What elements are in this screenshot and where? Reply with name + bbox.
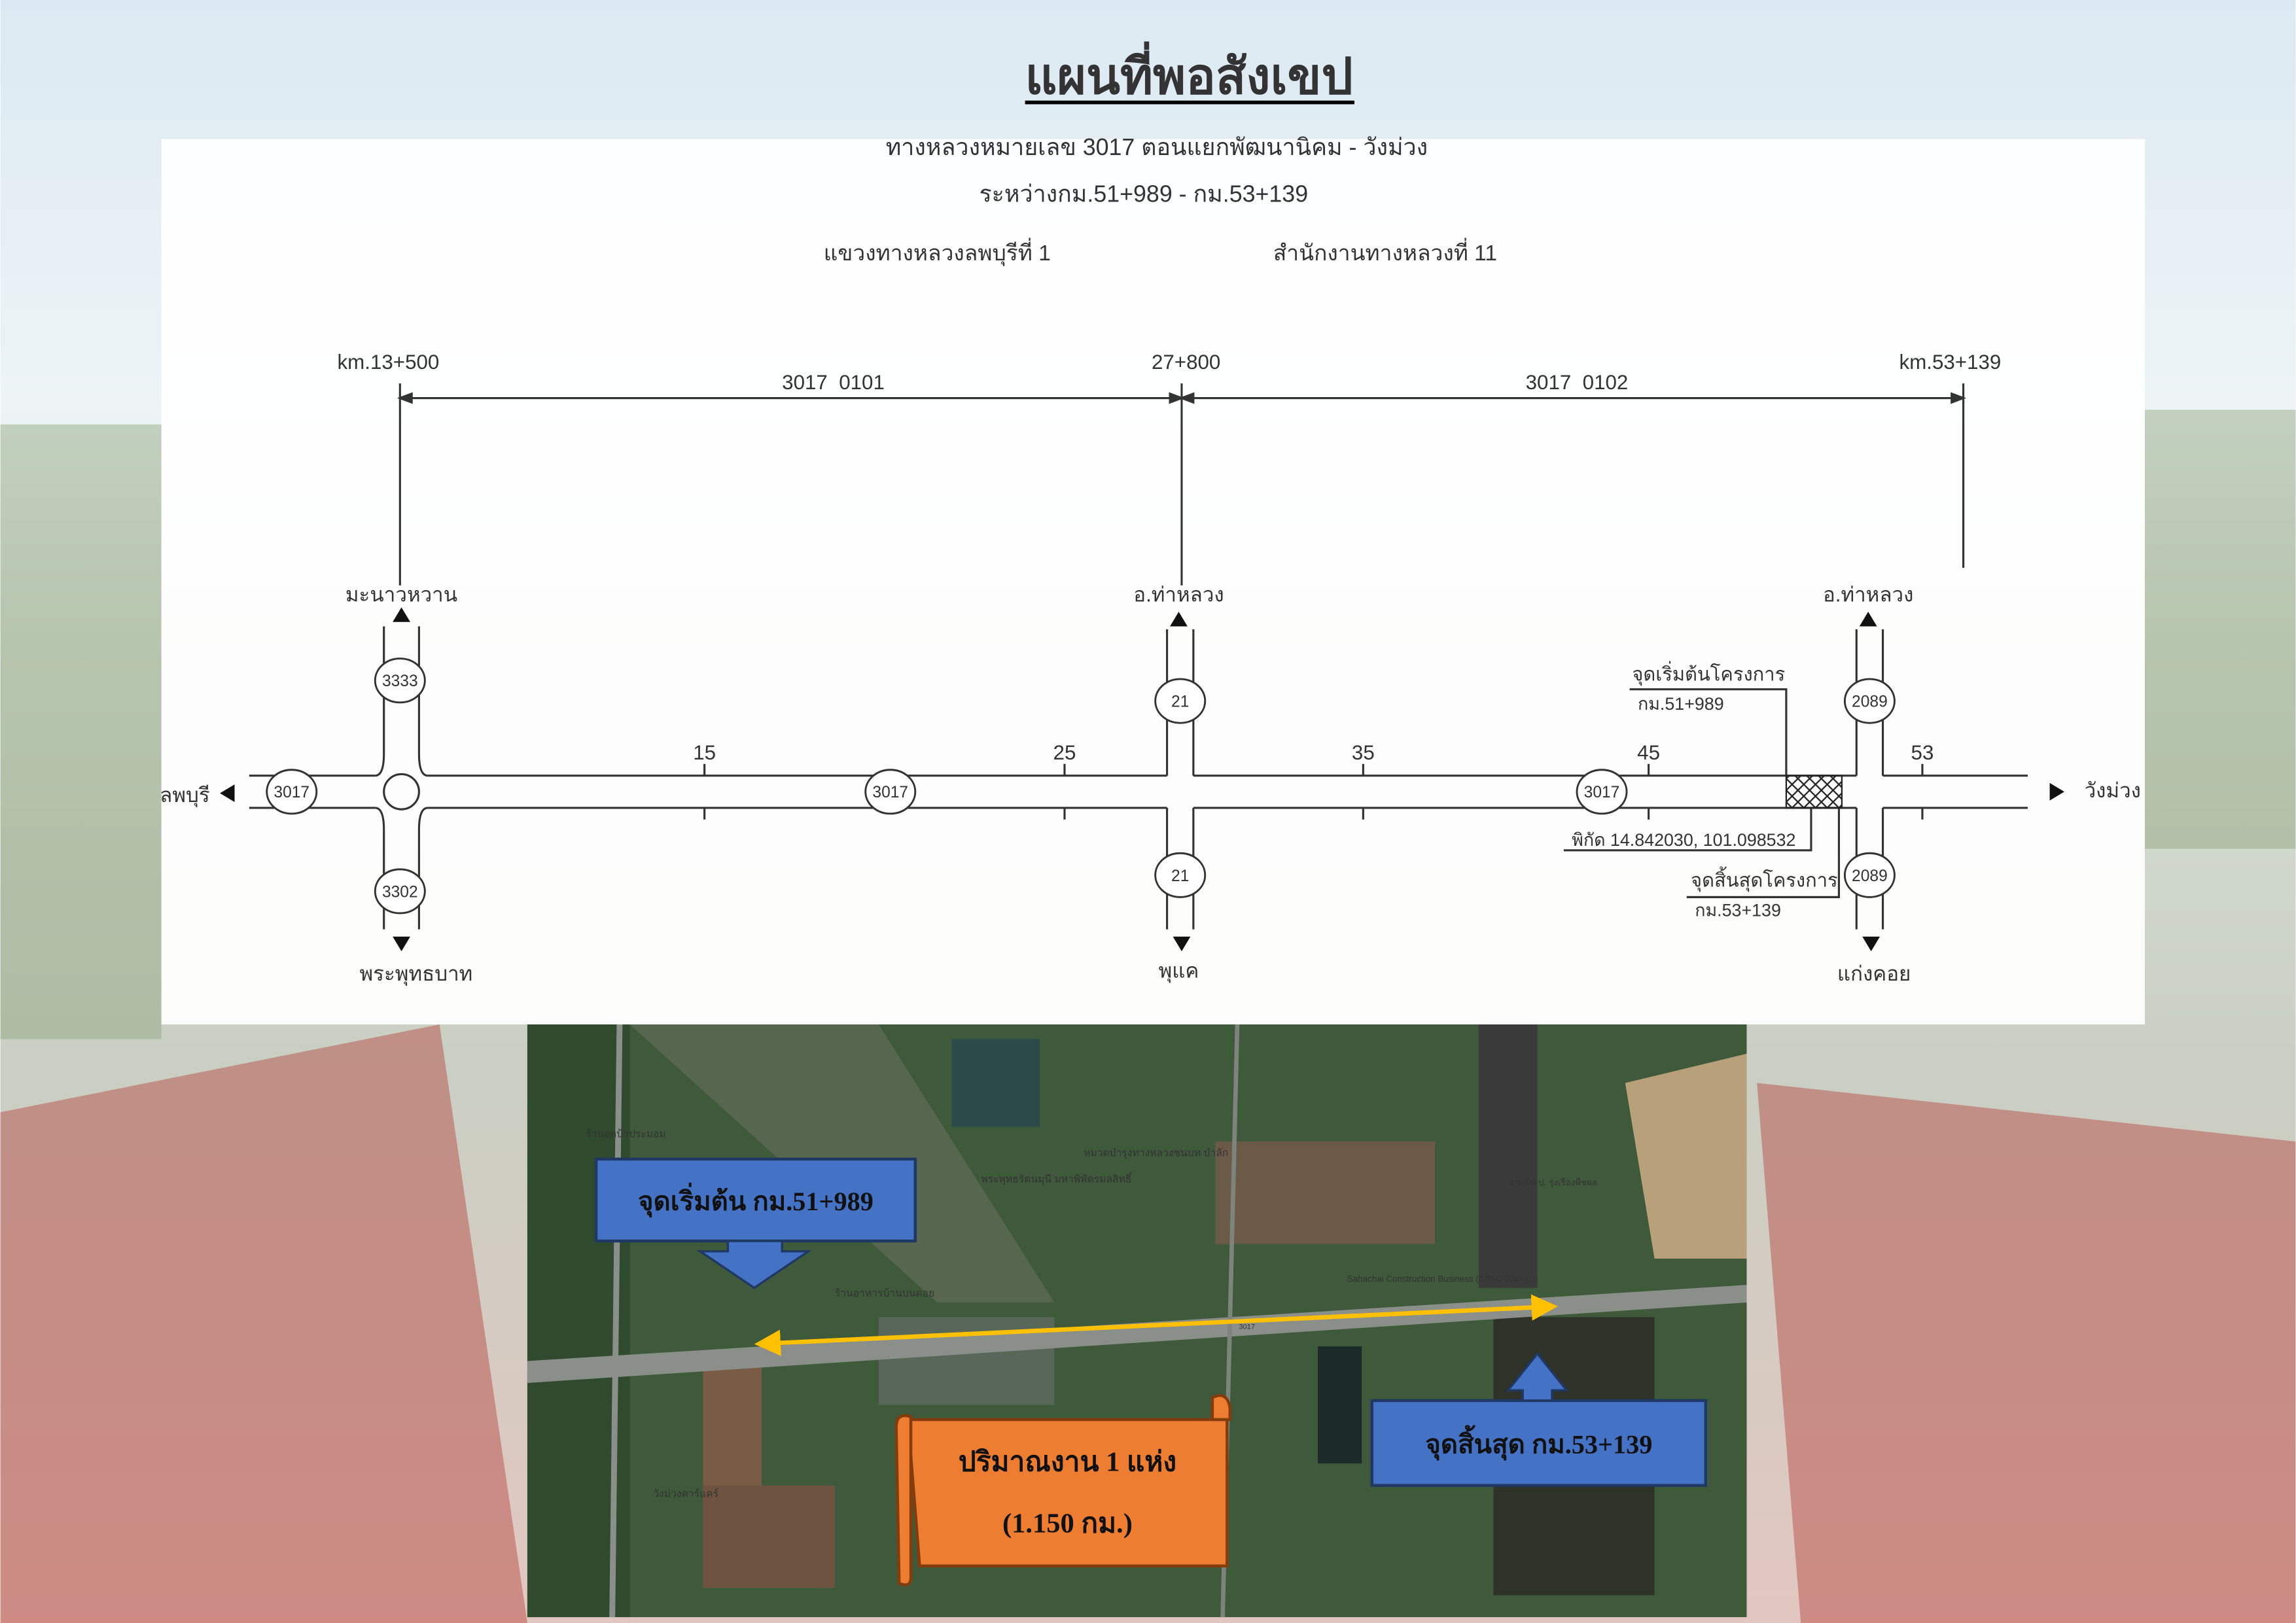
start-callout-text: จุดเริ่มต้น กม.51+989 (638, 1182, 874, 1218)
map-label: ร้านอาหารบ้านบนดอย (835, 1288, 934, 1299)
place-north-1: มะนาวหวาน (345, 583, 457, 606)
map-road-label: 3017 (1239, 1323, 1255, 1331)
route-shield-3017-east (1576, 769, 1628, 815)
route-shield-2089-north (1843, 678, 1896, 724)
route-shield-3302 (374, 868, 426, 915)
route-shield-3017-mid (864, 769, 917, 815)
km-tick-label: 45 (1637, 741, 1660, 764)
arrow-down-icon (393, 936, 410, 952)
km-tick-label: 25 (1053, 741, 1076, 764)
district-label: แขวงทางหลวงลพบุรีที่ 1 (824, 237, 1051, 266)
route-shield-21-north (1154, 678, 1207, 724)
route-shield-3333 (374, 657, 426, 704)
highway-subtitle: ทางหลวงหมายเลข 3017 ตอนแยกพัฒนานิคม - วั… (886, 134, 1428, 160)
project-section-hatch (1785, 775, 1843, 809)
arrow-up-icon (1859, 612, 1877, 627)
quantity-text: ปริมาณงาน 1 แห่ง (959, 1446, 1176, 1477)
arrow-down-icon (1173, 936, 1191, 952)
page-title: แผนที่พอสังเขป (1025, 41, 1352, 105)
project-end-km: กม.53+139 (1695, 900, 1781, 920)
map-label: Sahachai Construction Business (CPAC Wan… (1347, 1274, 1535, 1284)
length-text: (1.150 กม.) (1002, 1508, 1133, 1539)
shield-label: 21 (1171, 693, 1189, 711)
place-east: วังม่วง (2085, 779, 2141, 802)
map-label: สามมัน ป. รุ่งเรืองพืชผล (1508, 1178, 1597, 1188)
background-roofs (0, 410, 2296, 1623)
place-north-2: อ.ท่าหลวง (1133, 583, 1224, 606)
station-label-start: km.13+500 (338, 351, 440, 374)
arrow-up-icon (1170, 612, 1188, 627)
end-callout-text: จุดสิ้นสุด กม.53+139 (1425, 1425, 1652, 1461)
office-label: สำนักงานทางหลวงที่ 11 (1273, 237, 1497, 266)
arrow-up-icon (393, 607, 410, 622)
section-label-2: 3017 0102 (1526, 371, 1629, 394)
shield-label: 2089 (1852, 867, 1888, 885)
route-shield-21-south (1154, 852, 1207, 898)
project-end-label: จุดสิ้นสุดโครงการ (1691, 867, 1838, 892)
shield-label: 3017 (872, 784, 908, 801)
km-tick-label: 53 (1911, 741, 1934, 764)
shield-label: 21 (1171, 867, 1189, 885)
start-callout: จุดเริ่มต้น กม.51+989 (594, 1157, 917, 1289)
shield-label: 3302 (382, 883, 418, 901)
route-shield-2089-south (1843, 852, 1896, 898)
place-south-1: พระพุทธบาท (360, 962, 473, 986)
place-south-2: พุแค (1159, 959, 1199, 983)
arrow-right-icon (2049, 782, 2064, 801)
arrow-down-icon (1862, 936, 1881, 952)
place-south-3: แก่งคอย (1837, 962, 1911, 985)
route-shield-3017-west (266, 769, 318, 815)
shield-label: 3017 (274, 784, 309, 801)
station-label-mid: 27+800 (1152, 351, 1220, 374)
coordinates-label: พิกัด 14.842030, 101.098532 (1572, 830, 1795, 850)
map-label: วังม่วงคาร์แคร์ (653, 1488, 718, 1500)
diagram-panel (161, 139, 2145, 1025)
end-callout: จุดสิ้นสุด กม.53+139 (1370, 1352, 1708, 1487)
arrow-left-icon (220, 784, 235, 802)
project-start-label: จุดเริ่มต้นโครงการ (1632, 661, 1785, 686)
km-tick-label: 35 (1352, 741, 1375, 764)
place-north-3: อ.ท่าหลวง (1823, 583, 1913, 606)
section-label-1: 3017 0101 (782, 371, 885, 394)
map-label: หมวดบำรุงทางหลวงชนบท บำลัก (1084, 1147, 1228, 1159)
project-start-km: กม.51+989 (1638, 694, 1724, 714)
map-label: ร้านอกป้าประมอม (586, 1128, 665, 1140)
place-west: ลพบุรี (160, 784, 210, 808)
km-range: ระหว่างกม.51+989 - กม.53+139 (979, 181, 1308, 207)
map-label: พระพุทธรัตนมุนี มหาพิพัตรมลสิทธิ์ (981, 1172, 1133, 1186)
shield-label: 2089 (1852, 693, 1888, 711)
station-label-end: km.53+139 (1899, 351, 2002, 374)
shield-label: 3333 (382, 672, 418, 690)
road-diagram (249, 383, 2028, 930)
shield-label: 3017 (1584, 784, 1620, 801)
km-tick-label: 15 (693, 741, 716, 764)
project-extent-arrow (754, 1294, 1558, 1356)
quantity-scroll: ปริมาณงาน 1 แห่ง (1.150 กม.) (894, 1394, 1232, 1586)
